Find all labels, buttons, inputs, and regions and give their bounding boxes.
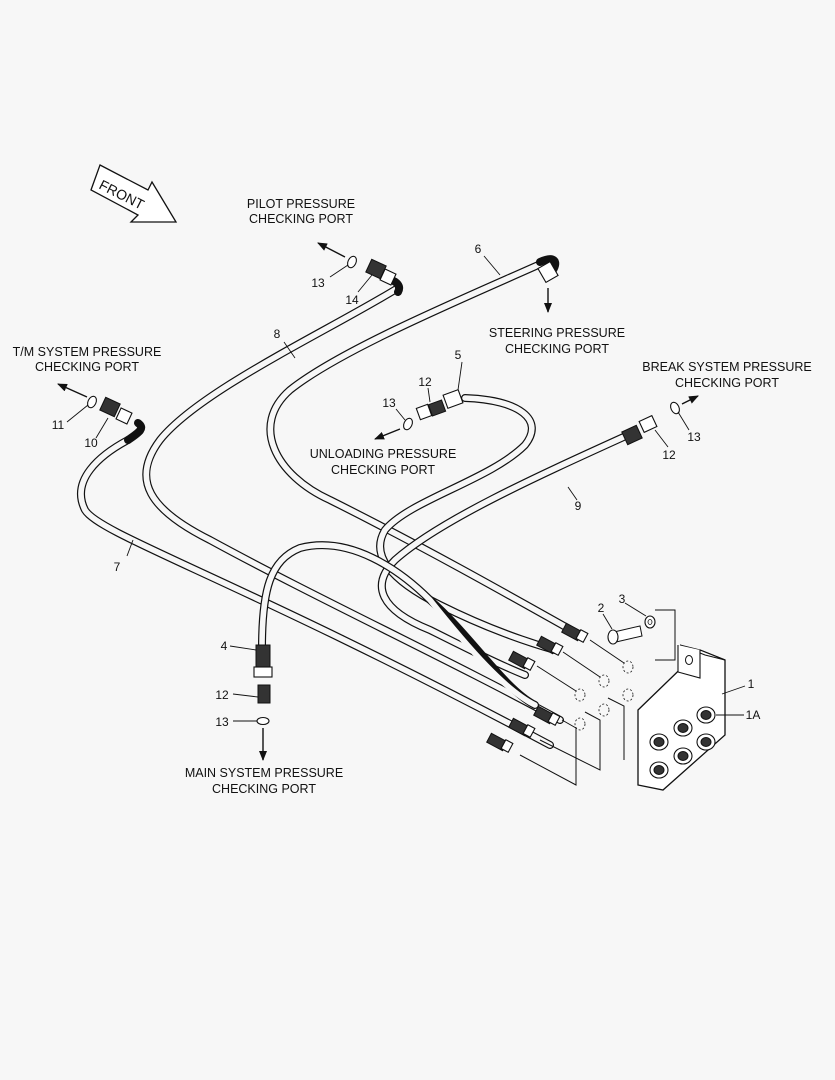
callout-12-unloading: 12 [418, 375, 432, 389]
port-arrows [57, 242, 699, 761]
callout-8: 8 [274, 327, 281, 341]
tm-port-fittings [87, 395, 146, 444]
callout-13-pilot: 13 [311, 276, 325, 290]
main-label-line2: CHECKING PORT [212, 782, 316, 796]
hose-7 [77, 436, 554, 749]
callout-leaders [66, 255, 746, 722]
hose-5 [376, 394, 559, 654]
unloading-port-fittings [403, 388, 464, 431]
callout-14: 14 [345, 293, 359, 307]
pilot-label-line1: PILOT PRESSURE [247, 197, 355, 211]
steering-label-line2: CHECKING PORT [505, 342, 609, 356]
callout-numbers: 13 14 6 8 11 10 5 12 13 12 13 9 7 4 12 1… [52, 242, 761, 729]
tm-label-line2: CHECKING PORT [35, 360, 139, 374]
unloading-label-line2: CHECKING PORT [331, 463, 435, 477]
hose-6 [266, 258, 584, 639]
break-label-line2: CHECKING PORT [675, 376, 779, 390]
break-label-line1: BREAK SYSTEM PRESSURE [642, 360, 812, 374]
callout-1: 1 [748, 677, 755, 691]
callout-2: 2 [598, 601, 605, 615]
callout-1a: 1A [746, 708, 761, 722]
bracket-hole-guides [519, 609, 676, 786]
hose-end-ferrules [486, 622, 589, 754]
front-arrow: FRONT [90, 164, 178, 223]
callout-4: 4 [221, 639, 228, 653]
hose-4 [258, 541, 539, 709]
callout-12-break: 12 [662, 448, 676, 462]
washer-3 [644, 615, 656, 629]
quick-couplers-1a [649, 706, 716, 779]
callout-3: 3 [619, 592, 626, 606]
callout-12-main: 12 [215, 688, 229, 702]
tm-label-line1: T/M SYSTEM PRESSURE [13, 345, 162, 359]
main-port-fittings [253, 644, 273, 726]
callout-9: 9 [575, 499, 582, 513]
hose-8 [142, 284, 564, 724]
steering-port-elbow [536, 255, 560, 284]
callout-13-main: 13 [215, 715, 229, 729]
unloading-label-line1: UNLOADING PRESSURE [310, 447, 457, 461]
callout-7: 7 [114, 560, 121, 574]
callout-6: 6 [475, 242, 482, 256]
bolt-2 [607, 625, 643, 645]
callout-10: 10 [84, 436, 98, 450]
main-label-line1: MAIN SYSTEM PRESSURE [185, 766, 343, 780]
callout-13-unloading: 13 [382, 396, 396, 410]
steering-label-line1: STEERING PRESSURE [489, 326, 625, 340]
port-labels: PILOT PRESSURE CHECKING PORT STEERING PR… [13, 197, 812, 796]
pilot-port-fittings [347, 255, 404, 296]
pilot-label-line2: CHECKING PORT [249, 212, 353, 226]
break-port-fittings [621, 401, 680, 446]
callout-5: 5 [455, 348, 462, 362]
callout-13-break: 13 [687, 430, 701, 444]
callout-11: 11 [52, 418, 65, 432]
